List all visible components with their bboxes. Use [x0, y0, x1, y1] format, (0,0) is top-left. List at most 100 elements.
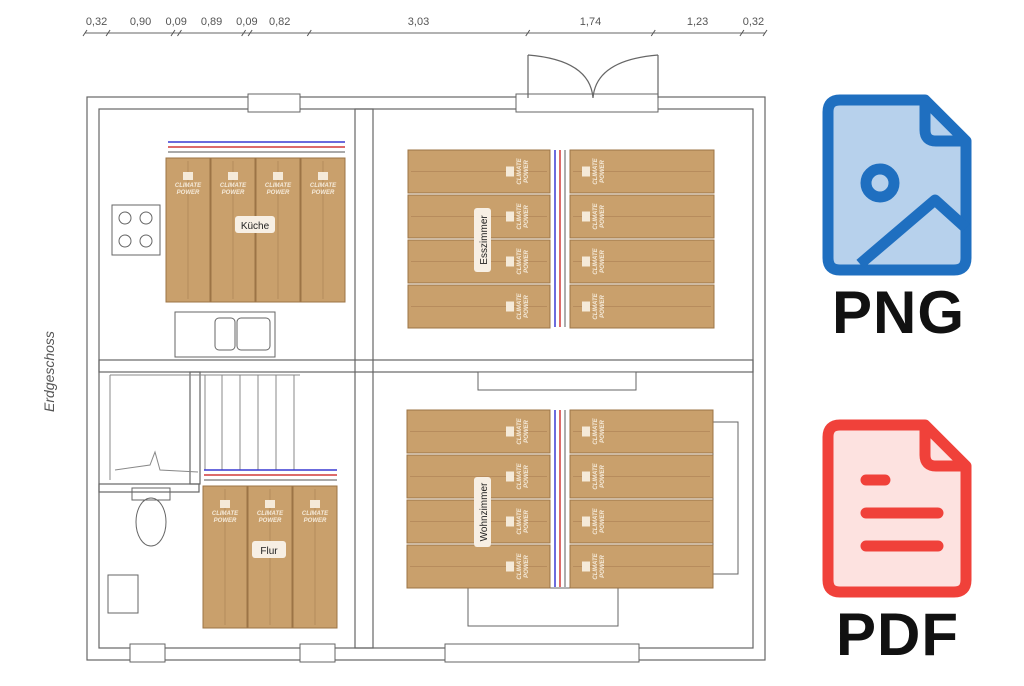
sink: [174, 311, 276, 358]
png-file-icon[interactable]: [822, 94, 972, 276]
dimension-label: 0,32: [743, 16, 764, 28]
panel-brand-text: POWER: [524, 555, 530, 578]
panel-brand-text: POWER: [214, 518, 237, 524]
room-label: Esszimmer: [474, 208, 491, 272]
brand-logo-icon: [582, 166, 590, 177]
dimension-tick: [170, 29, 176, 37]
brand-logo-icon: [506, 426, 514, 437]
sofa: [467, 587, 619, 627]
brand-logo-icon: [506, 471, 514, 482]
dimension-tick: [241, 29, 247, 37]
png-download-label[interactable]: PNG: [832, 279, 966, 346]
brand-logo-icon: [228, 172, 238, 180]
panel-brand-text: POWER: [524, 510, 530, 533]
panel-brand-text: CLIMATE: [517, 157, 523, 184]
dimension-tick: [247, 29, 253, 37]
panel-brand-text: POWER: [524, 420, 530, 443]
panel-brand-text: CLIMATE: [593, 202, 599, 229]
panel-brand-text: CLIMATE: [220, 183, 247, 189]
dimension-label: 0,32: [86, 16, 107, 28]
panel-brand-text: POWER: [259, 518, 282, 524]
stove: [111, 204, 161, 256]
dimension-label: 0,09: [166, 16, 187, 28]
walls: [86, 54, 766, 663]
brand-logo-icon: [582, 256, 590, 267]
dimension-tick: [82, 29, 88, 37]
dimension-label: 0,82: [269, 16, 290, 28]
brand-logo-icon: [506, 561, 514, 572]
dimension-tick: [762, 29, 768, 37]
room-name: Esszimmer: [479, 215, 490, 265]
panel-brand-text: CLIMATE: [302, 511, 329, 517]
brand-logo-icon: [506, 256, 514, 267]
brand-logo-icon: [582, 471, 590, 482]
brand-logo-icon: [183, 172, 193, 180]
room-label: Flur: [252, 541, 286, 558]
dimension-label: 0,89: [201, 16, 222, 28]
brand-logo-icon: [506, 166, 514, 177]
panel-brand-text: POWER: [524, 205, 530, 228]
brand-logo-icon: [582, 516, 590, 527]
brand-logo-icon: [310, 500, 320, 508]
panel-brand-text: POWER: [600, 465, 606, 488]
room-name: Küche: [241, 221, 270, 232]
panel-brand-text: POWER: [600, 420, 606, 443]
brand-logo-icon: [318, 172, 328, 180]
panel-brand-text: CLIMATE: [517, 292, 523, 319]
dimension-label: 1,74: [580, 16, 601, 28]
pdf-file-icon[interactable]: [822, 419, 972, 598]
panel-brand-text: CLIMATE: [517, 417, 523, 444]
dimension-label: 0,09: [236, 16, 257, 28]
panel-brand-text: CLIMATE: [593, 507, 599, 534]
panel-brand-text: POWER: [600, 555, 606, 578]
heating-pipes: [554, 410, 566, 587]
dimension-label: 1,23: [687, 16, 708, 28]
dimension-tick: [739, 29, 745, 37]
pdf-download-label[interactable]: PDF: [836, 601, 959, 668]
heating-pipes: [554, 150, 566, 327]
dimension-label: 3,03: [408, 16, 429, 28]
panel-brand-text: POWER: [600, 205, 606, 228]
panel-brand-text: CLIMATE: [310, 183, 337, 189]
panel-brand-text: POWER: [600, 510, 606, 533]
dimension-tick: [177, 29, 182, 37]
panel-brand-text: CLIMATE: [593, 292, 599, 319]
panel-brand-text: CLIMATE: [593, 552, 599, 579]
panel-brand-text: POWER: [312, 190, 335, 196]
panel-brand-text: POWER: [524, 160, 530, 183]
panel-brand-text: CLIMATE: [517, 462, 523, 489]
panel-brand-text: CLIMATE: [257, 511, 284, 517]
dimension-line: 0,32 0,90 0,09 0,89 0,09 0,82 3,03 1,74 1,23 0,32: [82, 16, 768, 37]
brand-logo-icon: [582, 211, 590, 222]
room-name: Flur: [260, 546, 278, 557]
dimension-tick: [650, 29, 656, 37]
heating-pipes: [204, 469, 337, 481]
brand-logo-icon: [582, 426, 590, 437]
panel-brand-text: POWER: [600, 250, 606, 273]
room-label: Wohnzimmer: [474, 477, 491, 547]
room-label: Küche: [235, 216, 275, 233]
dimension-label: 0,90: [130, 16, 151, 28]
panel-brand-text: POWER: [267, 190, 290, 196]
brand-logo-icon: [506, 211, 514, 222]
toilet: [131, 487, 171, 547]
panel-brand-text: POWER: [304, 518, 327, 524]
panel-brand-text: CLIMATE: [265, 183, 292, 189]
panel-brand-text: POWER: [222, 190, 245, 196]
panel-brand-text: CLIMATE: [593, 157, 599, 184]
brand-logo-icon: [506, 516, 514, 527]
room-name: Wohnzimmer: [479, 482, 490, 541]
